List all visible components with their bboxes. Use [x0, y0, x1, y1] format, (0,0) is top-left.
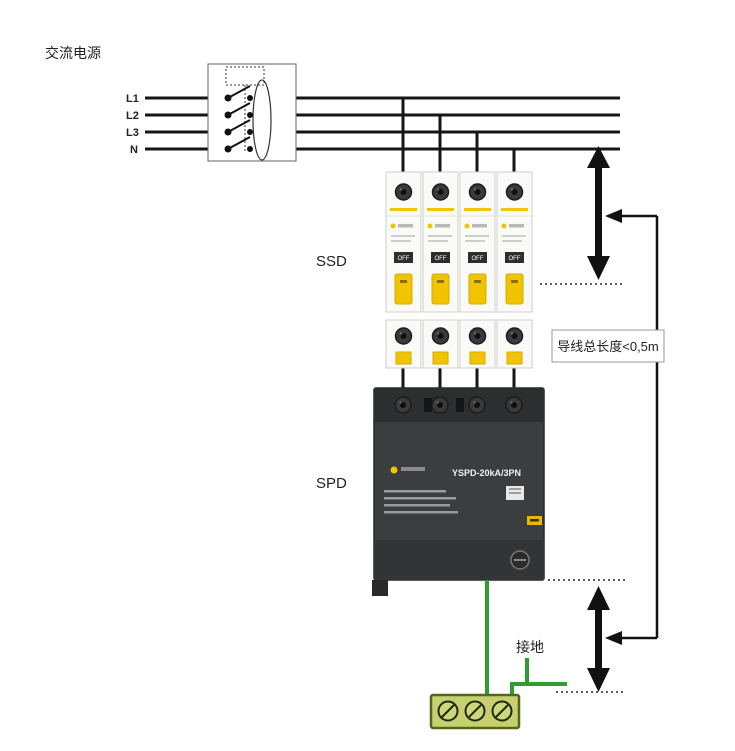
bottom-terminal-4	[497, 320, 532, 368]
breaker-bottom-terminals	[386, 320, 532, 368]
din-clip	[372, 580, 388, 596]
phase-label-n: N	[130, 144, 138, 156]
double-arrow-bottom	[587, 586, 610, 692]
bottom-terminal-3	[460, 320, 495, 368]
bottom-terminal-2	[423, 320, 458, 368]
ssd-breakers	[386, 172, 532, 312]
breaker-pole-4	[497, 172, 532, 312]
spd-device: YSPD-20kA/3PN	[372, 387, 545, 596]
breaker-pole-3	[460, 172, 495, 312]
dotted-reference-lines	[540, 283, 625, 693]
distance-annotation: 导线总长度<0,5m	[540, 146, 665, 693]
breaker-pole-2	[423, 172, 458, 312]
spd-brand-dot	[390, 466, 398, 474]
spd-spec-lines	[384, 490, 458, 514]
ground-terminal-block	[429, 693, 521, 730]
main-switch	[207, 63, 297, 162]
ac-power-label: 交流电源	[45, 45, 101, 61]
wire-length-note-box	[551, 329, 665, 363]
phase-label-l1: L1	[126, 93, 139, 105]
double-arrow-top	[587, 146, 610, 280]
wire-length-note: 导线总长度<0,5m	[557, 339, 659, 354]
phase-label-l2: L2	[126, 110, 139, 122]
bottom-terminal-1	[386, 320, 421, 368]
ssd-label: SSD	[316, 253, 347, 270]
ground-wires	[485, 580, 567, 700]
spd-label: SPD	[316, 475, 347, 492]
phase-label-l3: L3	[126, 127, 139, 139]
connector-arrows	[605, 209, 659, 645]
spd-model-label: YSPD-20kA/3PN	[452, 468, 521, 478]
spd-terminals	[394, 396, 523, 414]
ground-label: 接地	[516, 639, 544, 655]
breaker-pole-1	[386, 172, 421, 312]
